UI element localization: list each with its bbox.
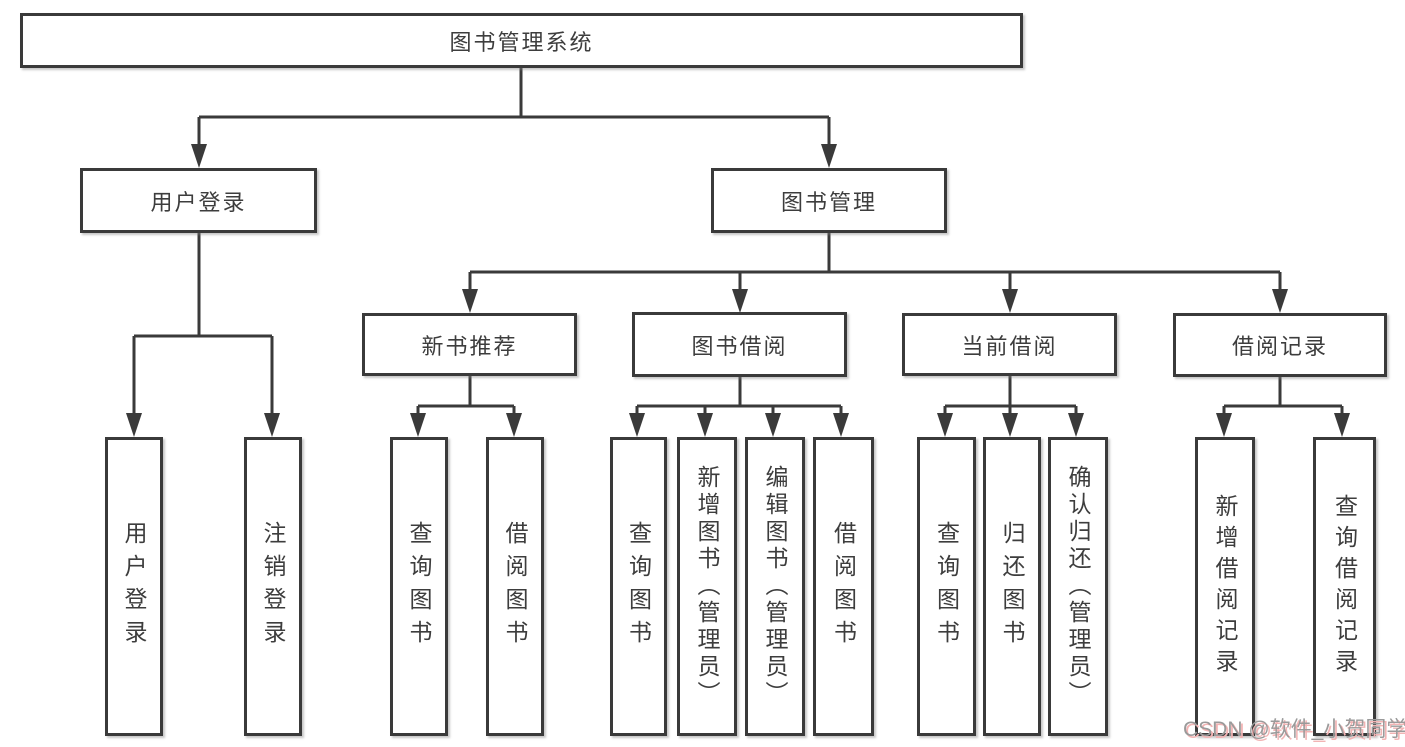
leaf-edit-book-admin-label: 编辑图书（管理员）: [762, 465, 788, 708]
connector-segments: [132, 68, 1344, 415]
node-user-login: 用户登录: [80, 168, 317, 233]
leaf-borrow-book-1-label: 借阅图书: [502, 520, 528, 653]
node-book-management-label: 图书管理: [780, 189, 877, 215]
node-root: 图书管理系统: [20, 13, 1023, 68]
leaf-query-borrow-record: 查询借阅记录: [1313, 437, 1376, 736]
leaf-add-book-admin-label: 新增图书（管理员）: [694, 465, 720, 708]
connector-arrowheads: [126, 144, 1350, 437]
leaf-borrow-book-2: 借阅图书: [813, 437, 874, 736]
watermark: CSDN @软件_小贺同学: [1183, 718, 1405, 741]
leaf-user-login-label: 用户登录: [121, 520, 147, 653]
leaf-query-book-3-label: 查询图书: [933, 520, 960, 653]
node-borrow-record-label: 借阅记录: [1231, 334, 1328, 359]
leaf-add-book-admin: 新增图书（管理员）: [677, 437, 737, 736]
node-book-borrow-label: 图书借阅: [691, 333, 788, 359]
leaf-edit-book-admin: 编辑图书（管理员）: [745, 437, 805, 736]
leaf-query-book-2-label: 查询图书: [625, 520, 652, 653]
node-borrow-record: 借阅记录: [1173, 313, 1387, 377]
leaf-return-book: 归还图书: [983, 437, 1041, 736]
leaf-add-borrow-record-label: 新增借阅记录: [1212, 493, 1238, 680]
leaf-borrow-book-1: 借阅图书: [486, 437, 544, 736]
leaf-query-borrow-record-label: 查询借阅记录: [1331, 493, 1358, 680]
leaf-query-book-1-label: 查询图书: [406, 520, 432, 653]
leaf-add-borrow-record: 新增借阅记录: [1195, 437, 1255, 736]
node-book-management: 图书管理: [711, 168, 947, 233]
node-book-borrow: 图书借阅: [632, 312, 847, 377]
node-root-label: 图书管理系统: [449, 29, 594, 55]
node-new-book-recommend-label: 新书推荐: [421, 333, 518, 359]
leaf-confirm-return-admin-label: 确认归还（管理员）: [1065, 465, 1091, 708]
leaf-logout-login-label: 注销登录: [260, 520, 286, 653]
leaf-query-book-1: 查询图书: [390, 437, 448, 736]
leaf-query-book-3: 查询图书: [917, 437, 976, 736]
node-current-borrow-label: 当前借阅: [961, 333, 1058, 359]
leaf-confirm-return-admin: 确认归还（管理员）: [1048, 437, 1108, 736]
leaf-logout-login: 注销登录: [244, 437, 302, 736]
leaf-borrow-book-2-label: 借阅图书: [830, 520, 857, 653]
leaf-query-book-2: 查询图书: [610, 437, 667, 736]
node-current-borrow: 当前借阅: [902, 313, 1117, 376]
node-new-book-recommend: 新书推荐: [362, 313, 577, 376]
leaf-return-book-label: 归还图书: [999, 520, 1025, 653]
leaf-user-login: 用户登录: [105, 437, 163, 736]
node-user-login-label: 用户登录: [150, 189, 247, 215]
